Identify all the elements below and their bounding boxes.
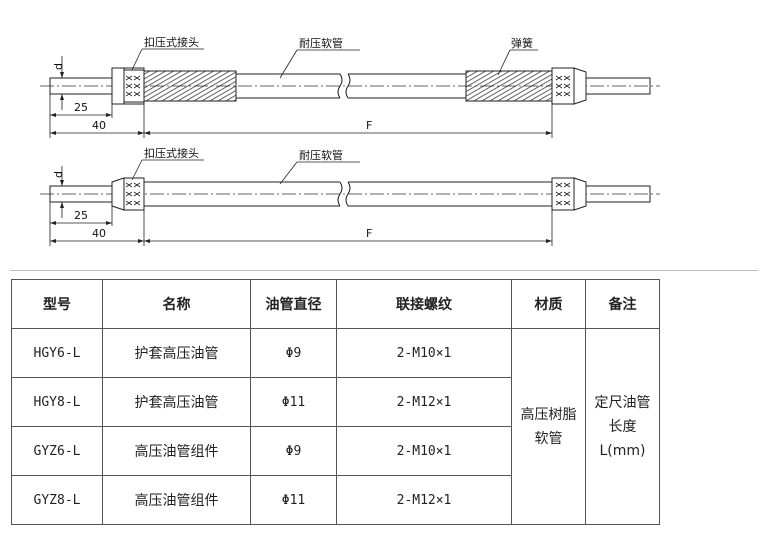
cell-name: 高压油管组件 [102,475,251,525]
header-material: 材质 [511,279,586,329]
material-line-1: 高压树脂 [520,406,577,423]
header-model: 型号 [11,279,103,329]
cell-diameter: Φ11 [250,377,337,427]
table-row: GYZ8-L 高压油管组件 Φ11 2-M12×1 [11,475,660,525]
table-row: HGY8-L 护套高压油管 Φ11 2-M12×1 [11,377,660,427]
cell-material: 高压树脂 软管 [511,328,586,525]
bottom-crimp-label: 扣压式接头 [144,146,199,160]
header-note: 备注 [585,279,660,329]
note-line-1: 定尺油管 [594,394,651,411]
cell-model: GYZ8-L [11,475,103,525]
cell-thread: 2-M10×1 [336,328,512,378]
top-hose-label: 耐压软管 [299,36,343,50]
bottom-hose-body [144,181,552,207]
cell-name: 护套高压油管 [102,377,251,427]
cell-model: GYZ6-L [11,426,103,476]
left-spring [143,70,237,102]
note-line-2: 长度L(mm) [599,418,646,459]
cell-thread: 2-M12×1 [336,377,512,427]
bottom-assembly-drawing: 扣压式接头 耐压软管 d 25 40 F [40,146,660,246]
bottom-dim-F: F [366,227,372,240]
top-d-label: d [52,63,65,70]
bottom-right-crimp-fitting [551,177,587,211]
section-divider [10,270,758,271]
table-header-row: 型号 名称 油管直径 联接螺纹 材质 备注 [11,279,660,329]
right-spring [465,70,553,102]
header-thread: 联接螺纹 [336,279,512,329]
bottom-hose-label: 耐压软管 [299,148,343,162]
top-dim-40: 40 [92,119,106,132]
cell-model: HGY8-L [11,377,103,427]
header-name: 名称 [102,279,251,329]
cell-model: HGY6-L [11,328,103,378]
top-dim-F: F [366,119,372,132]
bottom-d-label: d [52,171,65,178]
top-assembly-drawing: 扣压式接头 耐压软管 弹簧 d 25 40 F [40,35,660,138]
spec-table: 型号 名称 油管直径 联接螺纹 材质 备注 HGY6-L 护套高压油管 Φ9 2… [11,279,660,525]
bottom-left-crimp-fitting [111,177,145,211]
cell-name: 护套高压油管 [102,328,251,378]
left-crimp-fitting [111,67,145,105]
top-crimp-label: 扣压式接头 [144,35,199,49]
right-crimp-fitting [551,67,587,105]
cell-name: 高压油管组件 [102,426,251,476]
cell-note: 定尺油管 长度L(mm) [585,328,660,525]
hose-assembly-drawing: 扣压式接头 耐压软管 弹簧 d 25 40 F [40,35,660,246]
table-row: HGY6-L 护套高压油管 Φ9 2-M10×1 高压树脂 软管 定尺油管 长度… [11,328,660,525]
material-line-2: 软管 [534,430,563,447]
table-row: GYZ6-L 高压油管组件 Φ9 2-M10×1 [11,426,660,476]
top-dim-25: 25 [74,101,88,114]
cell-diameter: Φ11 [250,475,337,525]
cell-thread: 2-M12×1 [336,475,512,525]
header-diameter: 油管直径 [250,279,337,329]
cell-diameter: Φ9 [250,426,337,476]
bottom-dim-40: 40 [92,227,106,240]
top-spring-label: 弹簧 [511,36,533,50]
cell-diameter: Φ9 [250,328,337,378]
cell-thread: 2-M10×1 [336,426,512,476]
bottom-dim-25: 25 [74,209,88,222]
hose-body [236,73,466,99]
